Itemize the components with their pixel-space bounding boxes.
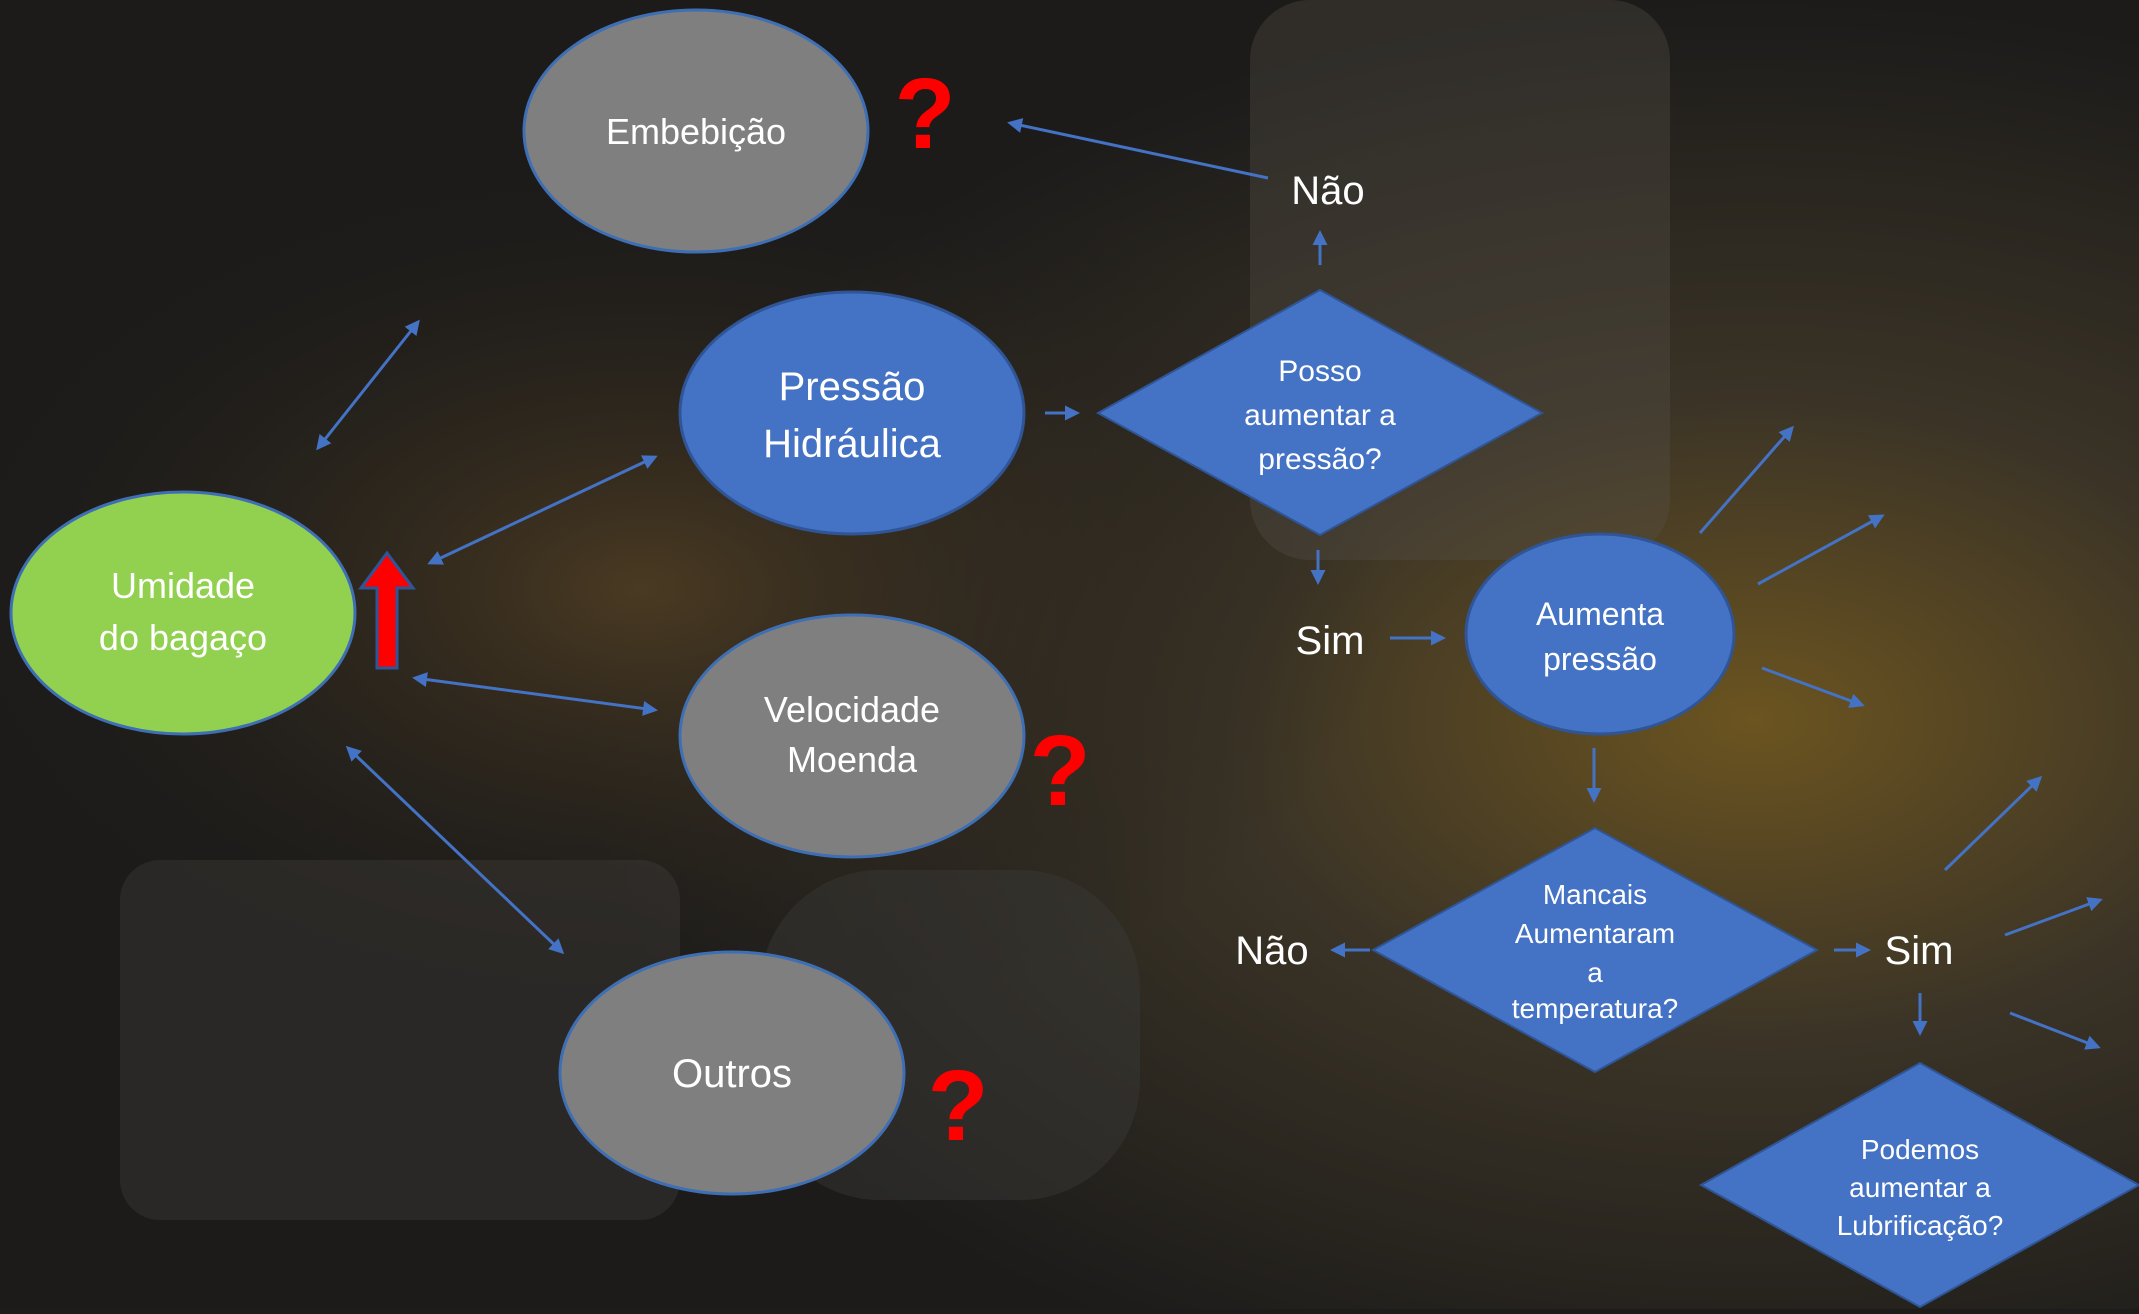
- node-umidade: Umidade do bagaço: [9, 490, 357, 736]
- arrow-aumenta-out-3: [1761, 666, 1865, 708]
- decision-mancais-line2: Aumentaram: [1515, 918, 1675, 949]
- increase-arrow-icon: [358, 550, 416, 670]
- node-embebicao: Embebição: [522, 8, 870, 254]
- node-aumenta-line1: Aumenta: [1536, 596, 1664, 632]
- arrow-aumenta-out-2: [1757, 514, 1885, 586]
- question-mark-embebicao: ?: [894, 58, 955, 170]
- question-mark-outros: ?: [927, 1050, 988, 1162]
- node-velocidade: Velocidade Moenda: [678, 613, 1026, 859]
- decision-posso-line3: pressão?: [1258, 443, 1381, 476]
- decision-podemos-line3: Lubrificação?: [1837, 1210, 2004, 1241]
- decision-mancais-line4: temperatura?: [1512, 993, 1679, 1024]
- arrow-umidade-pressao: [427, 455, 658, 565]
- decision-podemos: Podemos aumentar a Lubrificação?: [1698, 1061, 2139, 1309]
- arrow-umidade-velocidade: [412, 672, 658, 716]
- arrow-umidade-embebicao: [316, 319, 420, 451]
- arrow-umidade-outros: [345, 745, 565, 955]
- question-mark-velocidade: ?: [1029, 715, 1090, 827]
- arrow-sim-out-1: [1943, 775, 2043, 872]
- decision-mancais: Mancais Aumentaram a temperatura?: [1370, 826, 1820, 1074]
- arrow-aumenta-out-1: [1698, 425, 1794, 534]
- decision-mancais-line1: Mancais: [1543, 879, 1647, 910]
- decision-posso-line1: Posso: [1278, 355, 1361, 388]
- decision-podemos-line2: aumentar a: [1849, 1172, 1991, 1203]
- node-embebicao-label: Embebição: [606, 111, 786, 152]
- arrow-sim-out-2: [2004, 897, 2103, 937]
- node-pressao-line2: Hidráulica: [763, 422, 942, 466]
- node-velocidade-line2: Moenda: [787, 739, 918, 780]
- arrow-sim-out-3: [2009, 1011, 2101, 1050]
- node-aumenta: Aumenta pressão: [1464, 532, 1736, 736]
- node-pressao-line1: Pressão: [779, 365, 926, 409]
- node-aumenta-line2: pressão: [1543, 641, 1657, 677]
- node-umidade-line2: do bagaço: [99, 617, 267, 658]
- node-umidade-line1: Umidade: [111, 565, 255, 606]
- decision-mancais-line3: a: [1587, 957, 1603, 988]
- decision-posso: Posso aumentar a pressão?: [1095, 288, 1545, 537]
- arrow-nao-embebicao: [1007, 118, 1269, 180]
- decision-posso-line2: aumentar a: [1244, 399, 1396, 432]
- decision-podemos-line1: Podemos: [1861, 1134, 1979, 1165]
- label-sim-mid: Sim: [1296, 619, 1365, 663]
- node-pressao: Pressão Hidráulica: [678, 290, 1026, 536]
- node-velocidade-line1: Velocidade: [764, 689, 940, 730]
- label-nao-top: Não: [1291, 169, 1364, 213]
- node-outros-label: Outros: [672, 1052, 792, 1096]
- label-sim-bottom: Sim: [1885, 929, 1954, 973]
- label-nao-bottom: Não: [1235, 929, 1308, 973]
- node-outros: Outros: [558, 950, 906, 1196]
